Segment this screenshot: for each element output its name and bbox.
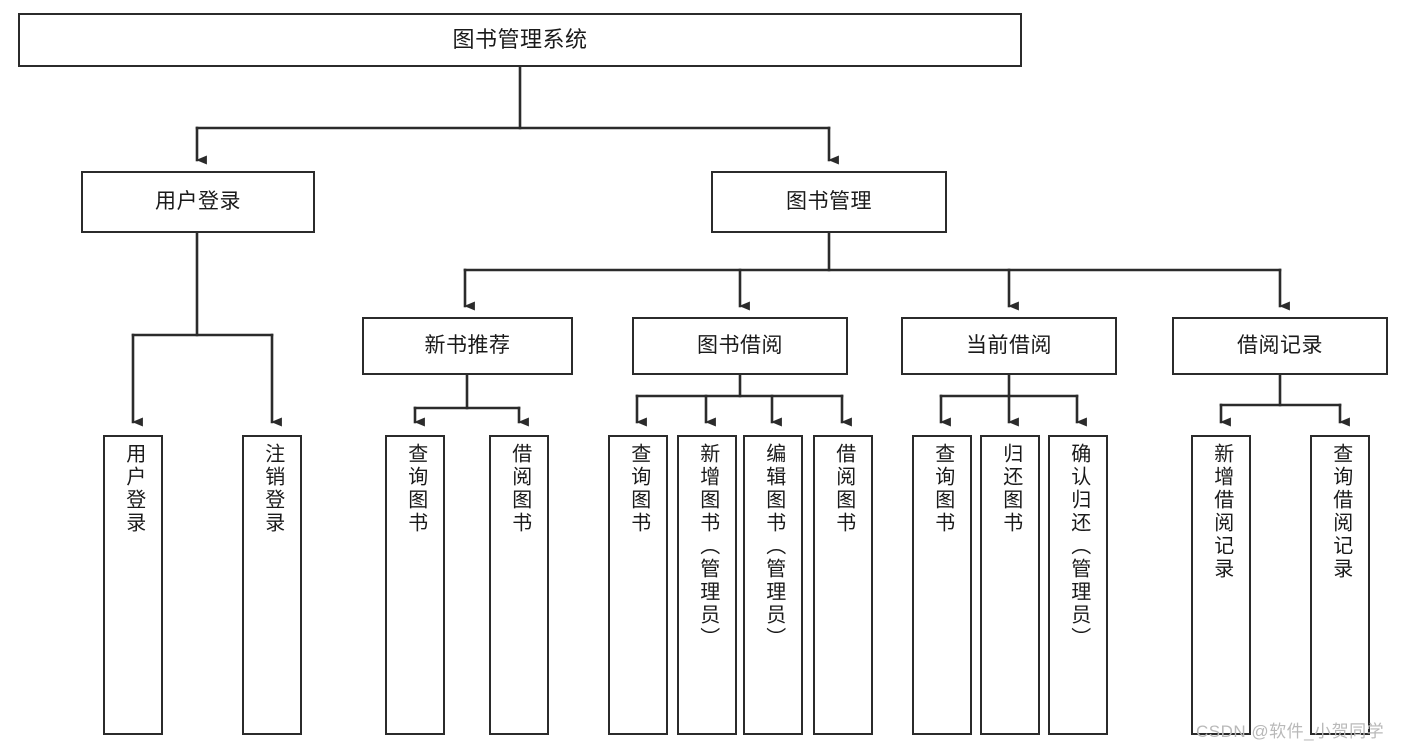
- node-user-login[interactable]: 用户登录: [81, 171, 315, 233]
- node-label: 编辑图书（管理员）: [762, 443, 785, 650]
- node-label: 借阅图书: [832, 443, 855, 535]
- node-label: 用户登录: [122, 443, 145, 535]
- leaf-borrow-book[interactable]: 借阅图书: [813, 435, 873, 735]
- leaf-logout[interactable]: 注销登录: [242, 435, 302, 735]
- node-label: 新书推荐: [424, 334, 511, 358]
- leaf-user-login[interactable]: 用户登录: [103, 435, 163, 735]
- leaf-borrow-book-recommend[interactable]: 借阅图书: [489, 435, 549, 735]
- node-book-borrow[interactable]: 图书借阅: [632, 317, 848, 375]
- node-book-manage[interactable]: 图书管理: [711, 171, 947, 233]
- leaf-query-borrow-record[interactable]: 查询借阅记录: [1310, 435, 1370, 735]
- node-label: 借阅记录: [1237, 334, 1323, 358]
- leaf-query-book-borrow[interactable]: 查询图书: [608, 435, 668, 735]
- leaf-confirm-return[interactable]: 确认归还（管理员）: [1048, 435, 1108, 735]
- node-label: 新增图书（管理员）: [696, 443, 719, 650]
- leaf-query-book-current[interactable]: 查询图书: [912, 435, 972, 735]
- node-label: 用户登录: [155, 190, 241, 214]
- node-label: 注销登录: [261, 443, 284, 535]
- node-label: 图书管理: [786, 190, 872, 214]
- node-label: 当前借阅: [966, 334, 1052, 358]
- leaf-return-book[interactable]: 归还图书: [980, 435, 1040, 735]
- node-root-system[interactable]: 图书管理系统: [18, 13, 1022, 67]
- leaf-edit-book[interactable]: 编辑图书（管理员）: [743, 435, 803, 735]
- node-label: 图书借阅: [697, 334, 783, 358]
- node-label: 借阅图书: [508, 443, 531, 535]
- node-label: 确认归还（管理员）: [1067, 443, 1090, 650]
- leaf-add-borrow-record[interactable]: 新增借阅记录: [1191, 435, 1251, 735]
- node-label: 查询借阅记录: [1329, 443, 1352, 581]
- node-borrow-record[interactable]: 借阅记录: [1172, 317, 1388, 375]
- node-label: 查询图书: [404, 443, 427, 535]
- node-label: 图书管理系统: [452, 26, 588, 52]
- node-label: 查询图书: [627, 443, 650, 535]
- leaf-query-book-recommend[interactable]: 查询图书: [385, 435, 445, 735]
- leaf-add-book[interactable]: 新增图书（管理员）: [677, 435, 737, 735]
- node-new-book-recommend[interactable]: 新书推荐: [362, 317, 573, 375]
- node-current-borrow[interactable]: 当前借阅: [901, 317, 1117, 375]
- csdn-watermark: CSDN @软件_小贺同学: [1196, 722, 1385, 741]
- node-label: 归还图书: [999, 443, 1022, 535]
- node-label: 新增借阅记录: [1210, 443, 1233, 581]
- node-label: 查询图书: [931, 443, 954, 535]
